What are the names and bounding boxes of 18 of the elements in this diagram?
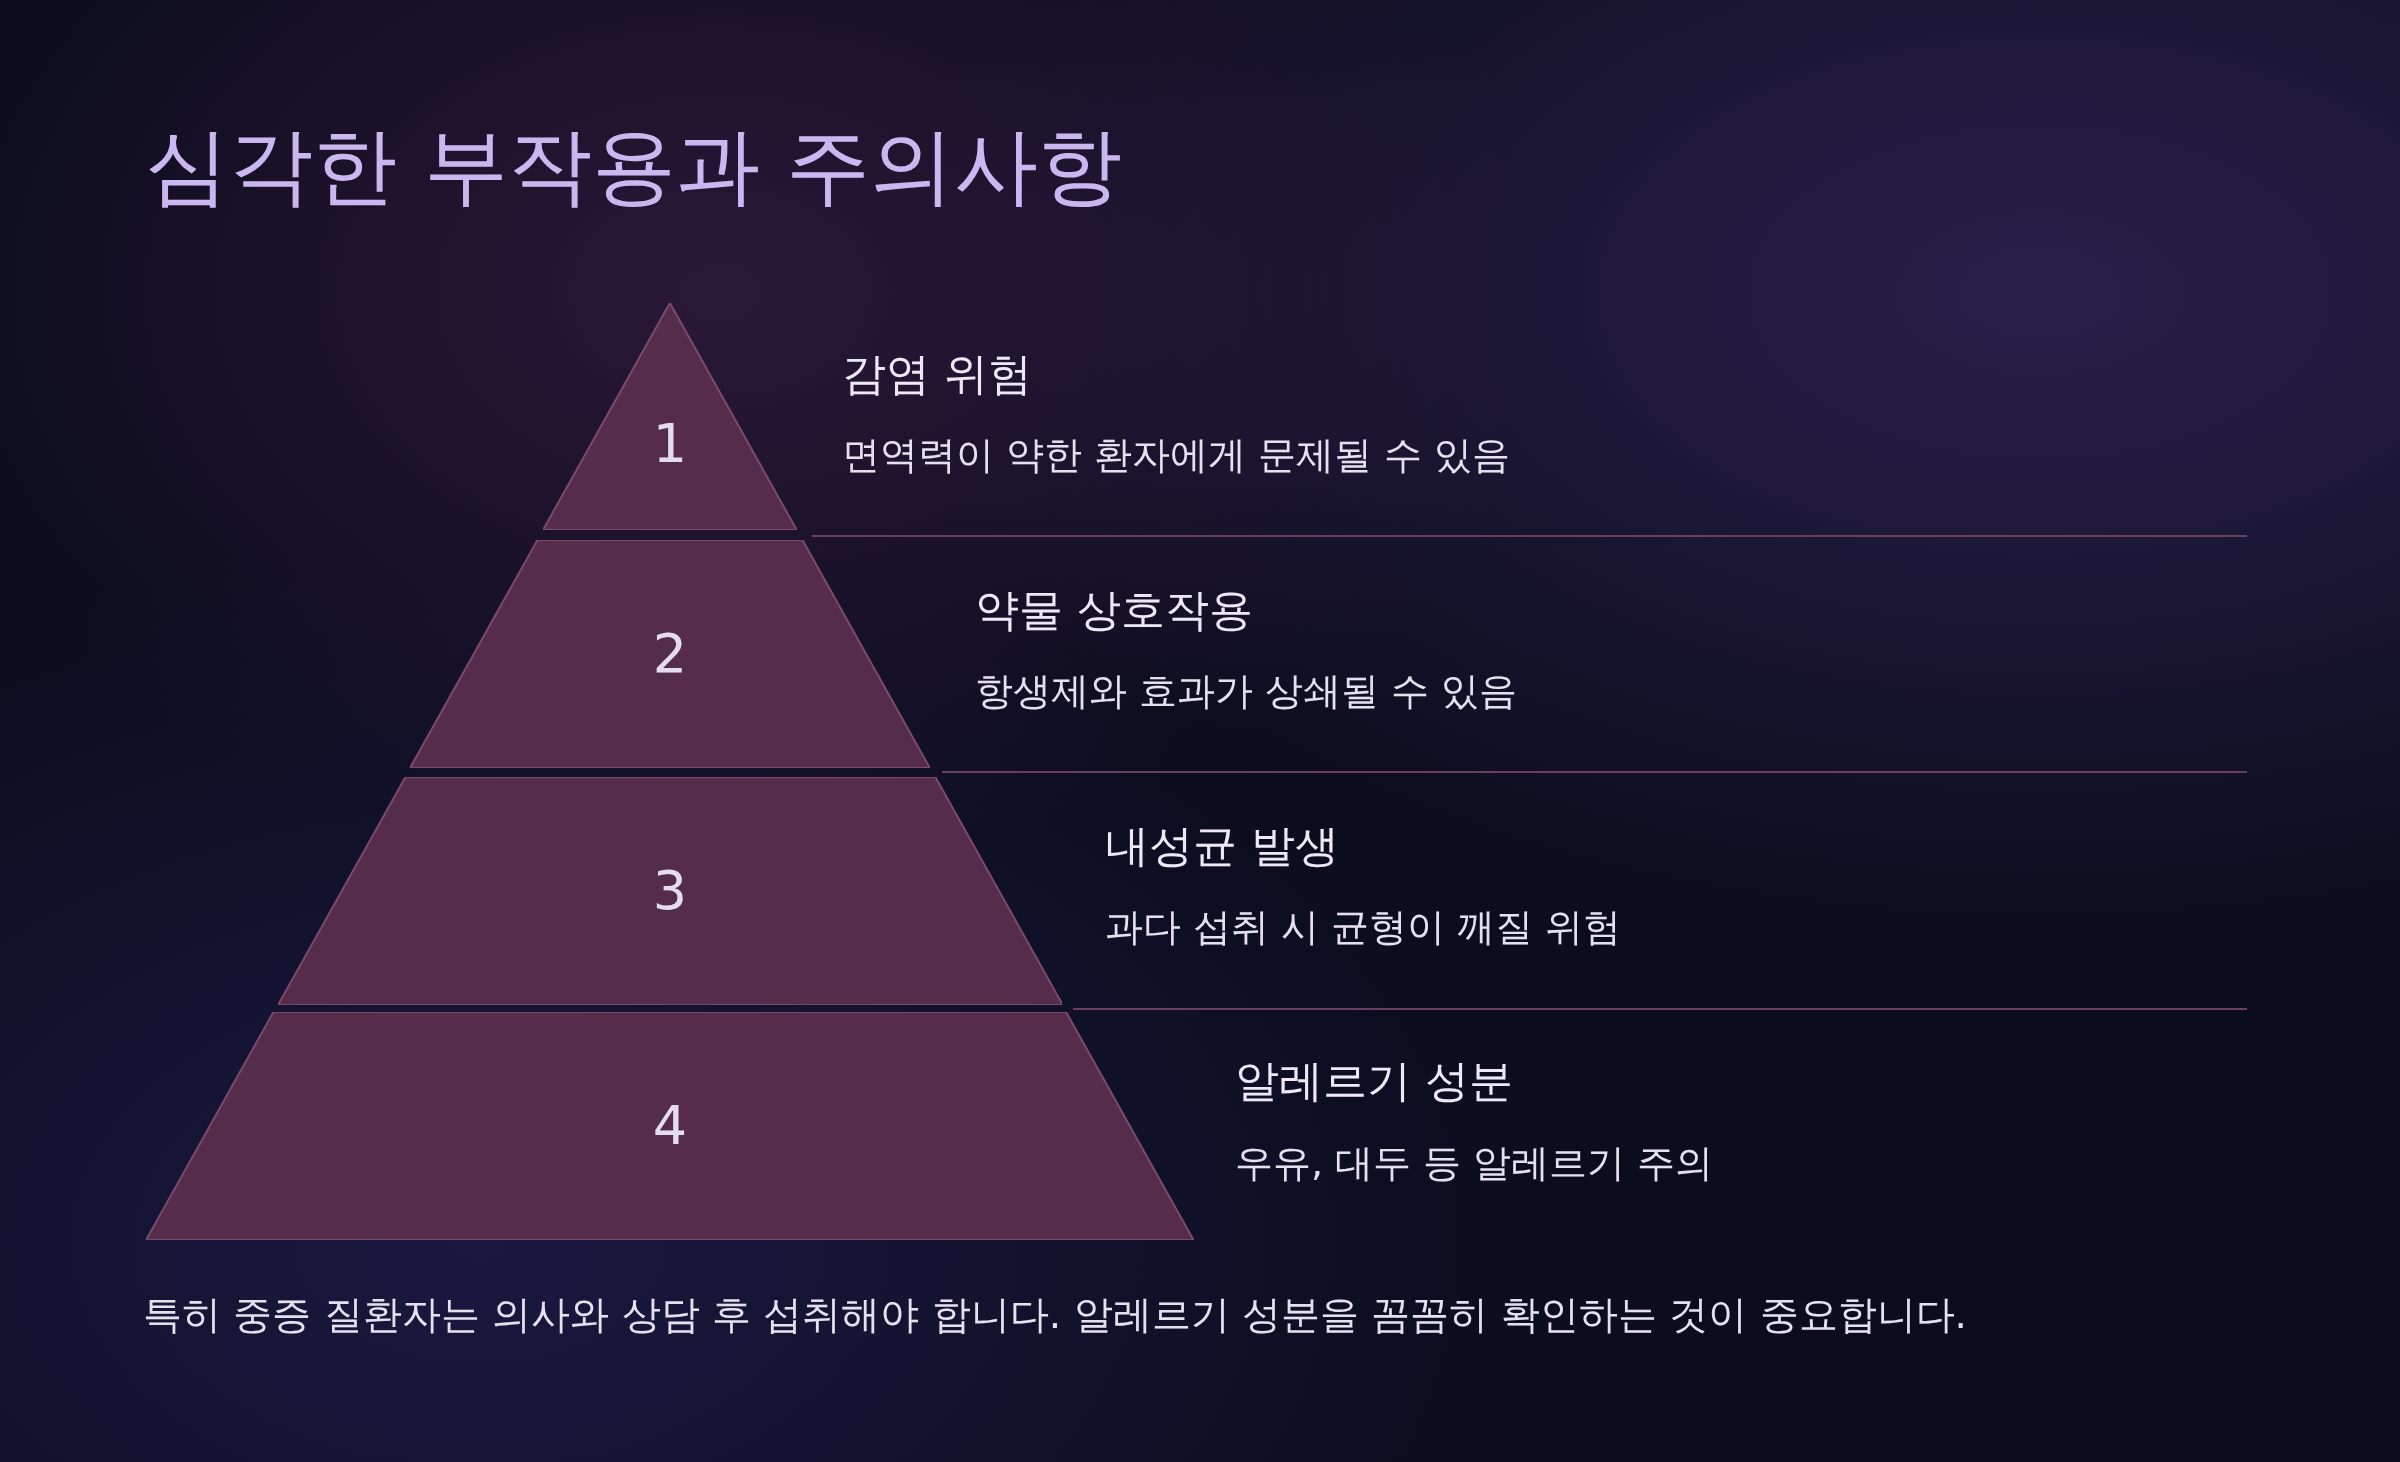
item-description: 우유, 대두 등 알레르기 주의 (1235, 1140, 1714, 1187)
item-description: 과다 섭취 시 균형이 깨질 위험 (1105, 904, 1622, 951)
title: 심각한 부작용과 주의사항 (145, 116, 1123, 217)
step-number: 1 (651, 411, 689, 475)
item-heading: 알레르기 성분 (1235, 1054, 1513, 1108)
item-heading: 내성균 발생 (1105, 819, 1339, 873)
item-description: 항생제와 효과가 상쇄될 수 있음 (975, 668, 1518, 715)
caption: 특히 중증 질환자는 의사와 상담 후 섭취해야 합니다. 알레르기 성분을 꼼꼼히 확인하는 것이 중요합니다. (143, 1291, 1967, 1339)
pyramid-segment (146, 1012, 1194, 1240)
pyramid-segment (543, 303, 797, 530)
step-number: 4 (651, 1094, 689, 1157)
step-number: 2 (651, 622, 689, 685)
pyramid-segment (410, 540, 930, 768)
item-description: 면역력이 약한 환자에게 문제될 수 있음 (842, 432, 1511, 479)
item-heading: 약물 상호작용 (975, 583, 1253, 637)
item-heading: 감염 위험 (842, 347, 1032, 401)
step-number: 3 (651, 859, 689, 922)
pyramid-segment (277, 777, 1063, 1005)
